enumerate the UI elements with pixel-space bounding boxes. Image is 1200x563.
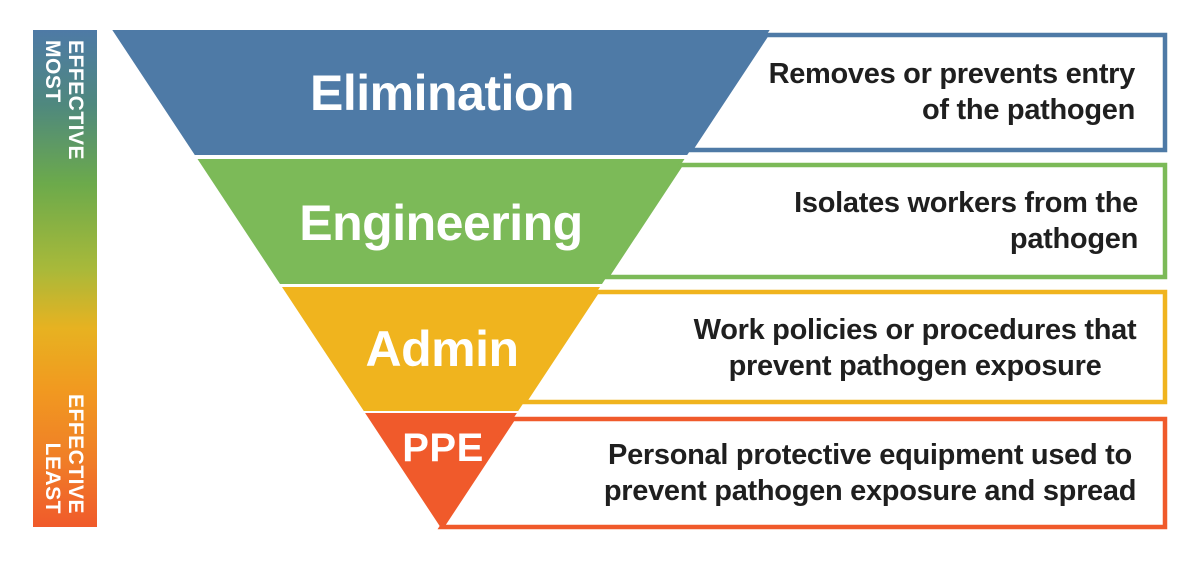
least-effective-label-line2: EFFECTIVE <box>64 394 87 514</box>
description-box-elimination <box>686 32 1168 153</box>
layer-title-admin: Admin <box>365 321 518 377</box>
description-line: Personal protective equipment used to <box>608 439 1132 471</box>
description-line: of the pathogen <box>922 94 1135 126</box>
description-line: Work policies or procedures that <box>693 313 1137 346</box>
description-line: Removes or prevents entry <box>768 58 1136 90</box>
description-admin: Work policies or procedures that prevent… <box>670 294 1160 401</box>
description-box-admin <box>520 289 1168 405</box>
most-effective-label-line2: EFFECTIVE <box>64 40 87 160</box>
description-box-engineering <box>602 162 1168 280</box>
layer-title-elimination: Elimination <box>310 65 574 121</box>
description-box-ppe <box>437 416 1168 530</box>
description-engineering: Isolates workers from the pathogen <box>620 166 1138 276</box>
layer-title-engineering: Engineering <box>299 195 582 251</box>
effectiveness-scale-bar <box>33 30 97 527</box>
funnel-layer-engineering <box>197 159 685 284</box>
funnel-layer-admin <box>282 287 600 411</box>
most-effective-label-line1: MOST <box>41 40 64 103</box>
description-line: Isolates workers from the <box>794 187 1138 219</box>
least-effective-label-line1: LEAST <box>41 443 64 514</box>
funnel-layer-ppe <box>365 413 517 528</box>
layer-title-ppe: PPE <box>402 426 484 470</box>
description-line: prevent pathogen exposure <box>728 349 1102 382</box>
description-ppe: Personal protective equipment used to pr… <box>578 420 1162 526</box>
description-line: prevent pathogen exposure and spread <box>603 475 1137 507</box>
description-line: pathogen <box>1009 223 1138 255</box>
description-elimination: Removes or prevents entry of the pathoge… <box>620 36 1136 148</box>
funnel-layer-elimination <box>112 30 770 155</box>
